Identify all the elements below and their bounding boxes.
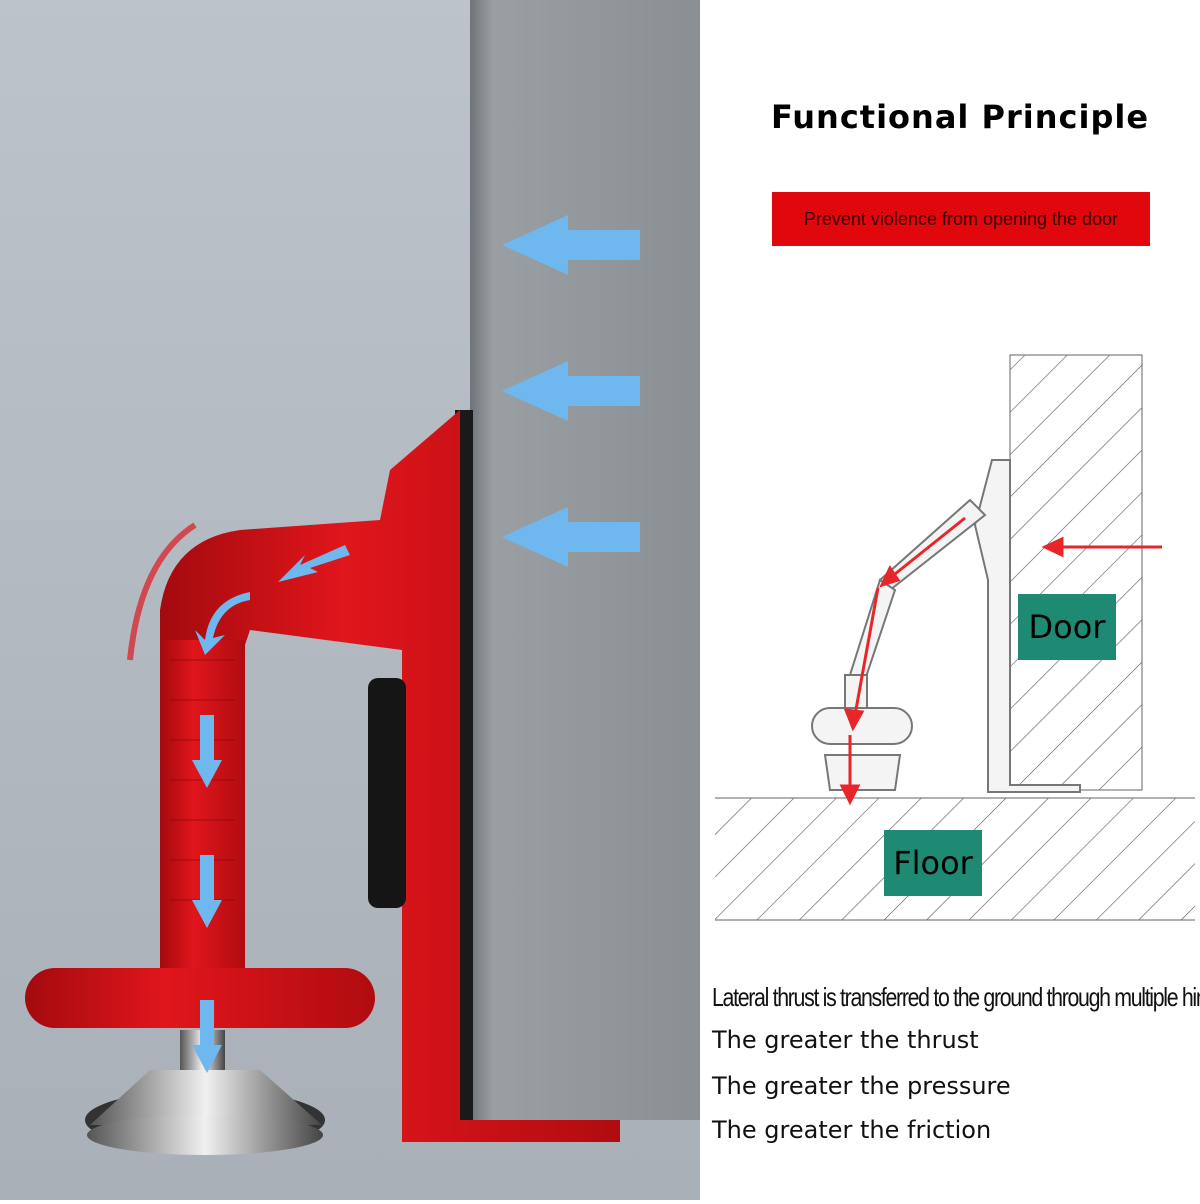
arrow-left-icon bbox=[502, 507, 640, 567]
handle-bar bbox=[25, 968, 375, 1028]
door-wall bbox=[1009, 354, 1143, 791]
mechanism-diagram bbox=[715, 354, 1195, 921]
heading: Functional Principle bbox=[770, 98, 1150, 136]
arrow-down-icon bbox=[192, 715, 222, 788]
arrow-icon bbox=[278, 545, 350, 582]
description-line: The greater the pressure bbox=[712, 1072, 1011, 1100]
description-line: Lateral thrust is transferred to the gro… bbox=[712, 982, 1200, 1012]
arrow-curve-icon bbox=[195, 592, 250, 655]
stopper-bracket bbox=[160, 410, 620, 1142]
force-arrows bbox=[192, 215, 640, 1073]
principle-panel: Functional Principle Prevent violence fr… bbox=[700, 0, 1200, 1200]
banner: Prevent violence from opening the door bbox=[772, 192, 1150, 246]
door bbox=[470, 0, 700, 1120]
description-line: The greater the thrust bbox=[712, 1026, 979, 1054]
arrow-down-icon bbox=[192, 1000, 222, 1073]
product-render bbox=[0, 0, 700, 1200]
door-label: Door bbox=[1018, 594, 1116, 660]
foot-pad bbox=[90, 1070, 322, 1125]
arrow-left-icon bbox=[502, 361, 640, 421]
arrow-left-icon bbox=[502, 215, 640, 275]
floor-label: Floor bbox=[884, 830, 982, 896]
description-line: The greater the friction bbox=[712, 1116, 992, 1144]
arrow-down-icon bbox=[192, 855, 222, 928]
